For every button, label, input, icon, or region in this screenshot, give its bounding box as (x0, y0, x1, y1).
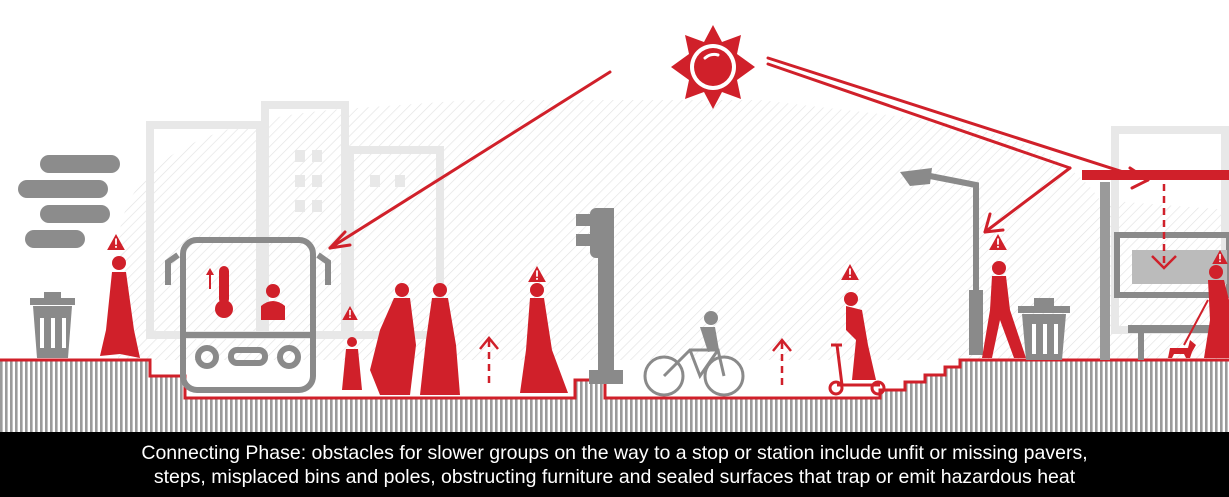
pedestrian-woman-middle (520, 283, 568, 393)
bus-passenger (261, 284, 285, 320)
caption-line-2: steps, misplaced bins and poles, obstruc… (153, 465, 1076, 488)
dog-icon (1168, 340, 1196, 358)
cyclist (700, 311, 719, 352)
ground-steps (0, 360, 1229, 432)
thermometer-icon (206, 266, 233, 318)
caption: Connecting Phase: obstacles for slower g… (0, 432, 1229, 497)
traffic-light-icon (576, 208, 623, 384)
exhaust-cloud (18, 155, 120, 248)
heat-area (118, 100, 1229, 360)
connecting-phase-illustration (0, 25, 1229, 432)
street-lamp-icon (900, 168, 983, 355)
pedestrian-woman-left (100, 256, 140, 358)
bus-shelter-icon (1082, 170, 1229, 360)
pedestrian-group (342, 283, 460, 395)
bin-icon (1018, 298, 1070, 360)
heat-rising-arrow (479, 336, 792, 387)
caption-line-1: Connecting Phase: obstacles for slower g… (141, 441, 1088, 464)
bin-icon (30, 292, 75, 358)
pedestrian-woman-dog (1183, 265, 1229, 358)
bus-icon (165, 237, 331, 393)
bicycle-icon (643, 348, 745, 397)
pedestrian-elderly (844, 292, 876, 380)
pedestrian-man-right (982, 261, 1026, 358)
building-windows (295, 150, 405, 212)
sun-icon (671, 25, 755, 109)
scooter-icon (828, 343, 886, 396)
heat-arrows (328, 56, 1150, 250)
